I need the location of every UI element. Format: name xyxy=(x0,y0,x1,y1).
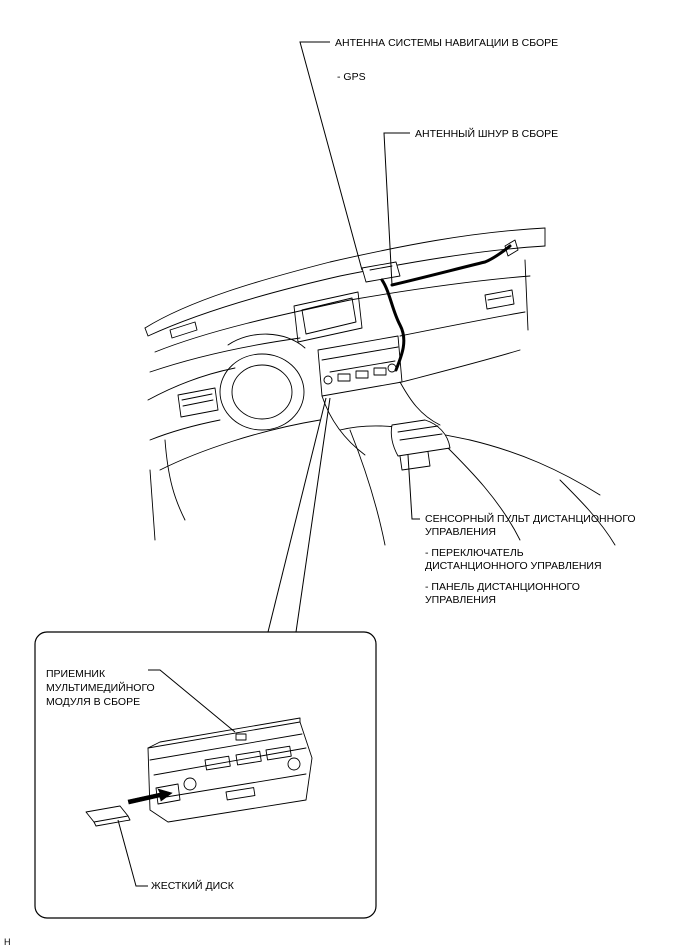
hdd-label: ЖЕСТКИЙ ДИСК xyxy=(151,879,235,892)
receiver-label-line3: МОДУЛЯ В СБОРЕ xyxy=(46,696,140,708)
gps-sub-label: - GPS xyxy=(337,71,366,83)
corner-mark: H xyxy=(4,937,11,947)
leader-lines xyxy=(267,41,420,633)
remote-touch-label-line1: СЕНСОРНЫЙ ПУЛЬТ ДИСТАНЦИОННОГО xyxy=(425,512,636,525)
remote-touch-label-line2: УПРАВЛЕНИЯ xyxy=(425,526,496,538)
remote-switch-label-line2: ДИСТАНЦИОННОГО УПРАВЛЕНИЯ xyxy=(425,560,602,572)
remote-panel-label-line2: УПРАВЛЕНИЯ xyxy=(425,594,496,606)
dashboard-drawing xyxy=(144,227,616,546)
receiver-label-line1: ПРИЕМНИК xyxy=(46,668,106,680)
detail-leader-lines xyxy=(117,669,236,887)
receiver-label-line2: МУЛЬТИМЕДИЙНОГО xyxy=(46,681,155,694)
antenna-cord-label: АНТЕННЫЙ ШНУР В СБОРЕ xyxy=(415,127,558,140)
remote-switch-label-line1: - ПЕРЕКЛЮЧАТЕЛЬ xyxy=(425,547,524,559)
gps-antenna-label: АНТЕННА СИСТЕМЫ НАВИГАЦИИ В СБОРЕ xyxy=(335,37,558,49)
remote-panel-label-line1: - ПАНЕЛЬ ДИСТАНЦИОННОГО xyxy=(425,581,580,593)
multimedia-receiver-drawing xyxy=(85,717,313,827)
